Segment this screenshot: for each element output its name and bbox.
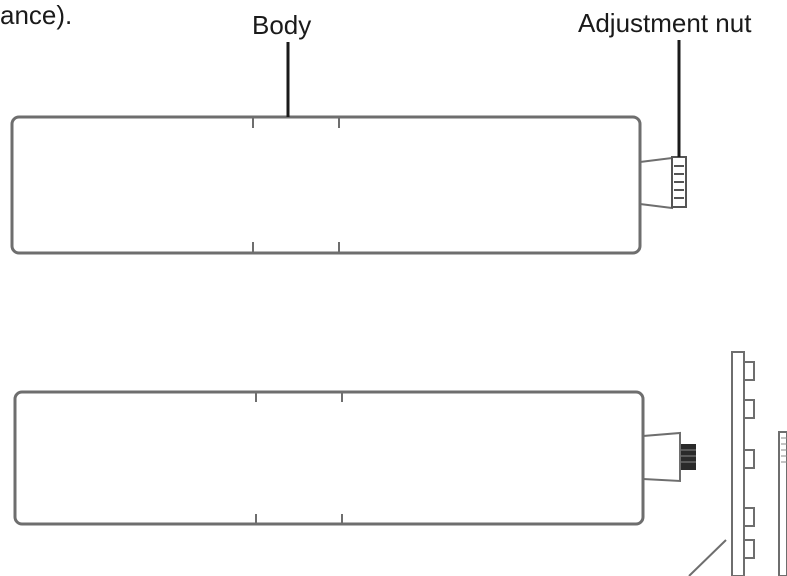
mounting-bracket [731, 351, 755, 576]
adjustment-nut-label: Adjustment nut [578, 8, 752, 38]
screw [778, 431, 787, 576]
top-body-outline [10, 115, 642, 255]
body-label: Body [252, 10, 312, 40]
bracket-leader-line [688, 539, 727, 576]
intro-text-fragment: ance). [0, 0, 73, 30]
top-end-cap [639, 156, 673, 210]
bottom-adjustment-nut [681, 444, 696, 470]
bottom-end-cap [642, 431, 681, 483]
top-assembly [10, 115, 687, 255]
bottom-body-outline [13, 390, 645, 526]
top-adjustment-nut [671, 156, 687, 208]
bottom-assembly [13, 351, 787, 576]
